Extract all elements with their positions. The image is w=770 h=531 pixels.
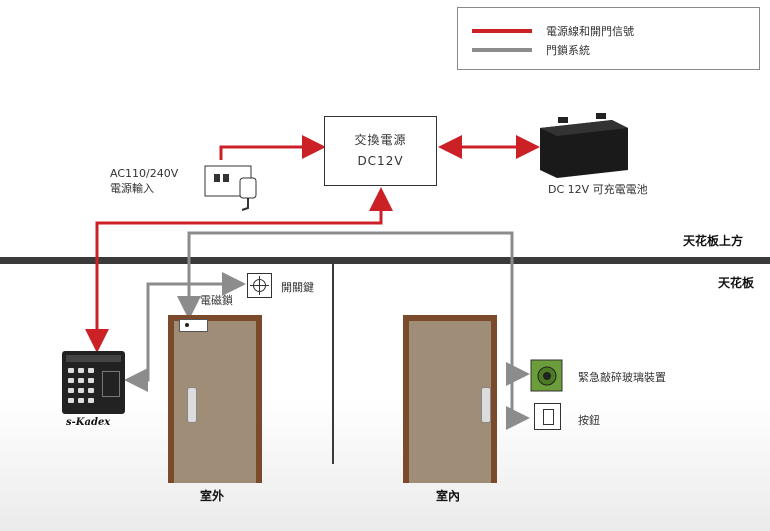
button-label: 按鈕 (578, 414, 600, 427)
door-outside (168, 315, 262, 483)
legend: 電源線和開門信號 門鎖系統 (457, 7, 760, 70)
door-handle (481, 387, 491, 423)
legend-gray-line (472, 48, 532, 52)
ac-input-text: 電源輸入 (110, 182, 154, 195)
exit-button-icon (534, 403, 561, 430)
legend-lock-label: 門鎖系統 (546, 44, 590, 57)
ac-wall-socket-icon (204, 165, 257, 211)
break-glass-label: 緊急敲碎玻璃裝置 (578, 371, 666, 384)
exit-switch-icon (247, 273, 272, 298)
ac-input-voltage: AC110/240V (110, 167, 179, 180)
break-glass-icon (530, 359, 563, 392)
crosshair-icon (250, 276, 269, 295)
legend-row-lock: 門鎖系統 (472, 41, 590, 59)
legend-row-power: 電源線和開門信號 (472, 22, 634, 40)
battery-label: DC 12V 可充電電池 (548, 183, 648, 196)
mag-lock-label: 電磁鎖 (200, 294, 233, 307)
exit-switch-label: 開關鍵 (281, 281, 314, 294)
power-supply-box: 交換電源 DC12V (324, 116, 437, 186)
legend-power-label: 電源線和開門信號 (546, 25, 634, 38)
ceiling-label: 天花板 (718, 276, 755, 290)
psu-voltage: DC12V (357, 154, 404, 168)
wire-lock-loop (187, 231, 530, 386)
psu-title: 交換電源 (354, 133, 407, 147)
magnetic-lock-icon (179, 319, 208, 332)
room-divider-wall (332, 264, 334, 464)
wire-ac-to-psu (219, 135, 326, 160)
legend-red-line (472, 29, 532, 33)
door-inside (403, 315, 497, 483)
battery-icon (540, 113, 628, 178)
room-outside-label: 室外 (200, 489, 225, 503)
floor-gradient (0, 400, 770, 531)
door-handle (187, 387, 197, 423)
keypad-reader-icon (62, 351, 125, 414)
room-inside-label: 室內 (436, 489, 461, 503)
keypad-brand: s-Kadex (66, 417, 111, 428)
ceiling-above-label: 天花板上方 (683, 234, 744, 248)
ceiling-line (0, 257, 770, 264)
ac-input-label: AC110/240V 電源輸入 (110, 166, 178, 196)
